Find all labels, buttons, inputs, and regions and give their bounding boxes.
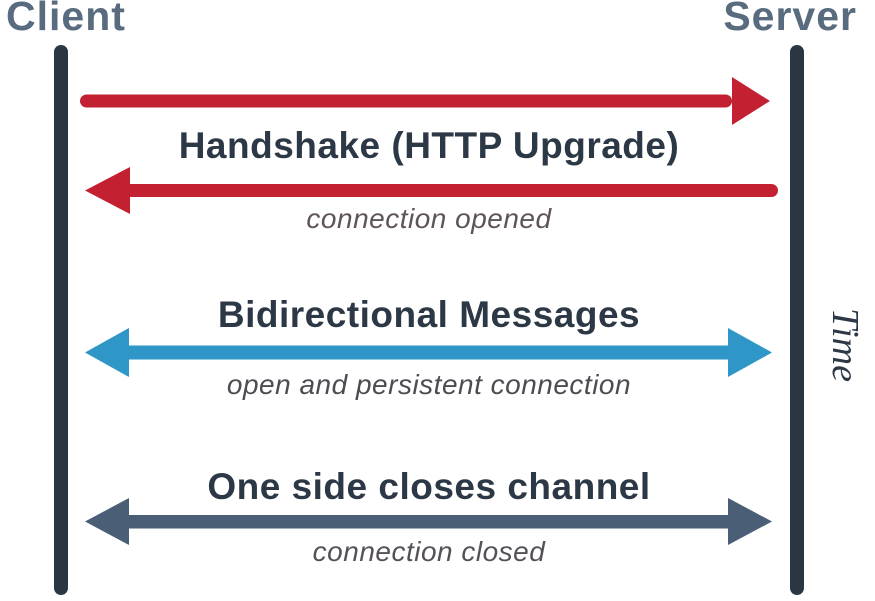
client-lifeline	[54, 45, 68, 595]
bidirectional-arrow	[85, 328, 772, 377]
bidirectional-caption: open and persistent connection	[226, 369, 632, 400]
client-label: Client	[6, 0, 126, 39]
handshake-response-arrow	[85, 167, 778, 214]
close-channel-arrow	[85, 498, 772, 545]
bidirectional-title: Bidirectional Messages	[217, 294, 641, 335]
close-title: One side closes channel	[207, 466, 651, 507]
close-caption: connection closed	[312, 536, 546, 567]
handshake-caption: connection opened	[306, 203, 552, 234]
handshake-request-arrow	[80, 77, 770, 125]
handshake-title: Handshake (HTTP Upgrade)	[178, 125, 680, 166]
server-label: Server	[723, 0, 857, 39]
server-lifeline	[790, 45, 804, 595]
time-axis-label: Time	[824, 308, 866, 382]
